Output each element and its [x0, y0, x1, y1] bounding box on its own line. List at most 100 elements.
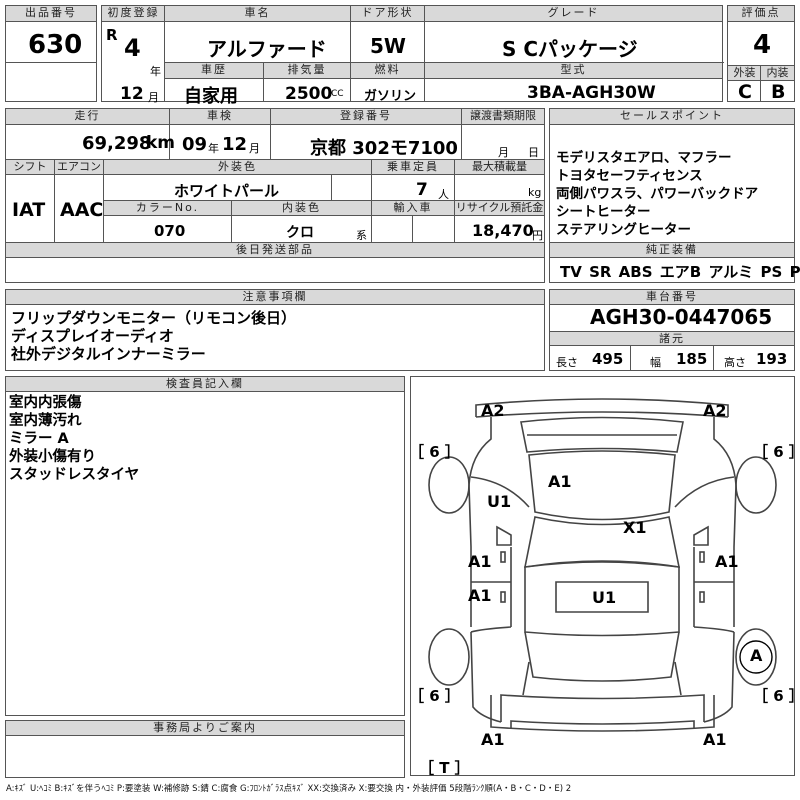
- equip-ps: PS: [760, 263, 783, 281]
- reg-month: 12: [120, 84, 144, 104]
- history-label: 車歴: [165, 63, 263, 79]
- recycle-label: リサイクル預託金: [455, 201, 544, 216]
- ext-score: C: [738, 81, 752, 103]
- inspection-month: 12: [222, 134, 248, 155]
- int-color-label: 内装色: [232, 201, 371, 216]
- lot-box: 出品番号 630: [5, 5, 97, 102]
- mark-left-front-door: A1: [468, 552, 492, 571]
- shift: IAT: [12, 199, 46, 221]
- list-item: シートヒーター: [556, 204, 651, 220]
- reg-year: 4: [124, 34, 141, 62]
- notes-list: フリップダウンモニター（リモコン後日） ディスプレイオーディオ 社外デジタルイン…: [11, 309, 296, 363]
- sales-box: セールスポイント モデリスタエアロ、マフラー トヨタセーフティセンス 両側パワス…: [549, 108, 800, 283]
- spare-tire: ［ T ］: [419, 759, 470, 777]
- int-score-label: 内装: [761, 66, 794, 81]
- plate-number: 京都 302モ7100: [310, 138, 458, 159]
- mark-left-fender: U1: [487, 492, 512, 511]
- import-label: 輸入車: [372, 201, 454, 216]
- width-label: 幅: [650, 356, 661, 369]
- length-label: 長さ: [556, 356, 578, 369]
- equip-sr: SR: [589, 263, 612, 281]
- color-no-label: カラーNo.: [104, 201, 231, 216]
- equip-alloy: アルミ: [708, 263, 754, 281]
- office-box: 事務局よりご案内: [5, 720, 405, 778]
- chassis-box: 車台番号 AGH30-0447065 諸元 長さ 495 幅 185 高さ 19…: [549, 289, 795, 371]
- mark-front-right: A2: [703, 401, 727, 420]
- transfer-label: 譲渡書類期限: [462, 109, 544, 125]
- grade: S Cパッケージ: [502, 37, 638, 61]
- capacity: 7: [416, 180, 428, 200]
- lot-label: 出品番号: [6, 6, 96, 22]
- tire-front-left: ［ 6 ］: [409, 443, 460, 461]
- list-item: ミラー A: [9, 431, 69, 447]
- int-color-unit: 系: [356, 229, 367, 242]
- mileage-label: 走行: [6, 109, 169, 125]
- mark-front-left: A2: [481, 401, 505, 420]
- door-type: 5W: [370, 34, 406, 58]
- list-item: 両側パワスラ、パワーバックドア: [556, 186, 759, 202]
- first-reg-label: 初度登録: [102, 6, 165, 22]
- chassis-label: 車台番号: [550, 290, 794, 305]
- ext-color: ホワイトパール: [174, 182, 280, 200]
- load-unit: kg: [528, 186, 542, 199]
- equip-abs: ABS: [618, 263, 653, 281]
- load-label: 最大積載量: [455, 160, 544, 175]
- score-label: 評価点: [728, 6, 794, 22]
- model-code: 3BA-AGH30W: [527, 83, 656, 103]
- cc-unit: CC: [331, 89, 344, 99]
- model-label: 型式: [425, 63, 722, 79]
- transfer-month: 月: [498, 146, 509, 159]
- notes-label: 注意事項欄: [6, 290, 544, 305]
- inspection-month-unit: 月: [249, 142, 260, 155]
- car-diagram-box: A2 A2 A1 U1 X1 A1 A1 A1 U1 A1 A1 A ［ 6 ］…: [409, 376, 800, 777]
- mark-rear-right: A1: [703, 730, 727, 749]
- mileage-unit: km: [146, 133, 176, 153]
- chassis-number: AGH30-0447065: [590, 305, 773, 329]
- capacity-label: 乗車定員: [372, 160, 454, 175]
- mark-left-rear-door: A1: [468, 586, 492, 605]
- displacement: 2500: [285, 84, 333, 104]
- list-item: フリップダウンモニター（リモコン後日）: [11, 309, 297, 327]
- inspector-label: 検査員記入欄: [6, 377, 404, 392]
- sales-label: セールスポイント: [550, 109, 794, 125]
- equip-airbag: エアB: [659, 263, 702, 281]
- recycle-unit: 円: [532, 229, 543, 242]
- inspection-label: 車検: [170, 109, 270, 125]
- mileage: 69,298: [82, 133, 152, 154]
- lot-number: 630: [28, 30, 83, 60]
- equip-list: TV SR ABS エアB アルミ PS PW: [560, 261, 800, 282]
- int-color: クロ: [286, 225, 314, 241]
- cc-label: 排気量: [264, 63, 350, 79]
- legend-footer: A:ｷｽﾞ U:ﾍｺﾐ B:ｷｽﾞを伴うﾍｺﾐ P:要塗装 W:補修跡 S:錆 …: [6, 784, 572, 794]
- door-label: ドア形状: [350, 6, 425, 22]
- inspection-year: 09: [182, 134, 208, 155]
- mark-roof: U1: [592, 588, 617, 607]
- grade-label: グレード: [425, 6, 722, 22]
- reg-year-unit: 年: [150, 65, 161, 78]
- list-item: 社外デジタルインナーミラー: [11, 345, 206, 363]
- car-diagram: [428, 398, 777, 732]
- height-label: 高さ: [724, 356, 746, 369]
- spec-box: 初度登録 車名 ドア形状 グレード R 4 年 アルファード 5W S Cパッケ…: [101, 5, 724, 107]
- info-box: 走行 車検 登録番号 譲渡書類期限 69,298 km 09 年 12 月 京都…: [5, 108, 545, 283]
- ext-score-label: 外装: [728, 66, 761, 81]
- inspector-list: 室内内張傷 室内薄汚れ ミラー A 外装小傷有り スタッドレスタイヤ: [9, 394, 139, 484]
- fuel-label: 燃料: [351, 63, 424, 79]
- score-box: 評価点 4 外装 内装 C B: [727, 5, 795, 103]
- mark-rear-left: A1: [481, 730, 505, 749]
- list-item: トヨタセーフティセンス: [556, 168, 703, 184]
- color-no: 070: [154, 222, 186, 240]
- inspection-year-unit: 年: [208, 142, 219, 155]
- tire-front-right: ［ 6 ］: [753, 443, 800, 461]
- mark-right-rear-circle: A: [750, 646, 763, 665]
- list-item: 室内薄汚れ: [9, 413, 82, 429]
- mark-windshield: X1: [623, 518, 647, 537]
- reg-month-unit: 月: [148, 91, 159, 104]
- dims-label: 諸元: [550, 332, 794, 346]
- office-label: 事務局よりご案内: [6, 721, 404, 736]
- air-conditioner: AAC: [60, 199, 104, 221]
- inspector-box: 検査員記入欄 室内内張傷 室内薄汚れ ミラー A 外装小傷有り スタッドレスタイ…: [5, 376, 405, 716]
- list-item: スタッドレスタイヤ: [9, 467, 140, 483]
- list-item: 室内内張傷: [9, 395, 82, 411]
- recycle-fee: 18,470: [472, 221, 534, 240]
